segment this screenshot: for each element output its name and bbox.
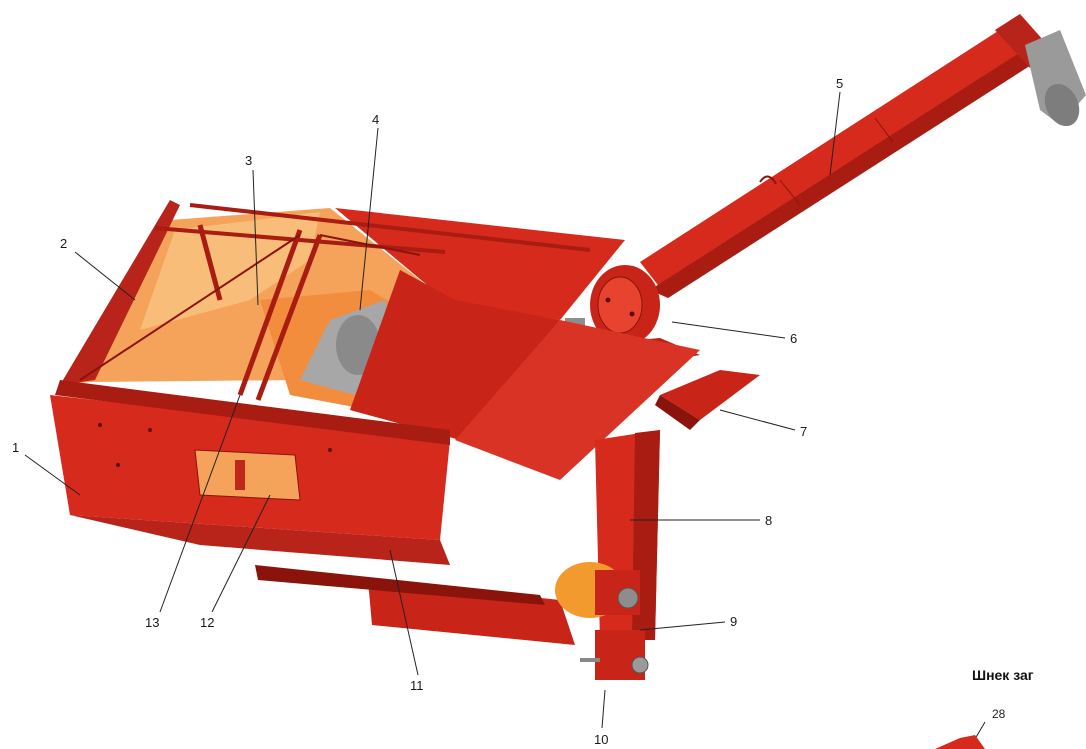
leader-1	[24, 454, 81, 496]
callout-13: 13	[145, 615, 159, 630]
swivel-bolt	[629, 311, 635, 317]
leader-5	[829, 91, 841, 176]
swivel-bolt	[605, 297, 611, 303]
callout-10: 10	[594, 732, 608, 747]
callout-3: 3	[245, 153, 252, 168]
tank-left-end	[60, 200, 180, 385]
leader-3	[252, 169, 259, 306]
leader-13	[159, 394, 241, 613]
unloading-auger-tube	[640, 14, 1086, 298]
callout-2: 2	[60, 236, 67, 251]
drive-pulley	[617, 587, 639, 609]
leader-11	[389, 549, 419, 676]
panel-bolt	[328, 448, 332, 452]
diagonal-brace	[237, 229, 303, 396]
figure-caption: Шнек заг	[972, 667, 1034, 683]
tank-right-lower-panel	[455, 320, 700, 480]
tank-interior-light	[140, 212, 320, 330]
auger-tube-body	[640, 22, 1042, 298]
callout-labels: 1 2 3 4 5 6 7 8 9 10 11 12 13	[12, 76, 843, 747]
tank-top-frame	[79, 203, 591, 401]
auger-spout-opening	[1044, 83, 1080, 127]
leader-2	[74, 251, 136, 301]
frame-edge	[319, 234, 421, 256]
tank-bottom-strip	[70, 515, 450, 565]
leader-7	[719, 409, 796, 431]
leader-10	[601, 689, 606, 729]
tank-right-slope-panel	[350, 270, 560, 440]
callout-6: 6	[790, 331, 797, 346]
support-strut	[197, 224, 223, 301]
leader-9	[639, 621, 726, 631]
frame-edge	[79, 234, 301, 381]
leader-12	[211, 494, 271, 613]
side-shelf	[660, 370, 760, 420]
panel-bolt	[116, 463, 120, 467]
top-rail	[189, 203, 591, 252]
callout-11: 11	[410, 678, 424, 693]
callout-7: 7	[800, 424, 807, 439]
gearbox-shaft	[631, 656, 649, 674]
leader-4	[359, 127, 379, 311]
callout-5: 5	[836, 76, 843, 91]
grain-tank-body	[50, 200, 700, 645]
panel-bolt	[98, 423, 102, 427]
callout-1: 1	[12, 440, 19, 455]
diagonal-brace	[255, 234, 323, 401]
callout-28: 28	[992, 707, 1006, 721]
window-latch	[235, 460, 245, 490]
tank-front-top-edge	[55, 380, 450, 445]
auger-tube-seam	[779, 179, 801, 206]
callout-12: 12	[200, 615, 214, 630]
callout-4: 4	[372, 112, 379, 127]
panel-bolt	[148, 428, 152, 432]
side-shelf-underside	[655, 395, 700, 430]
tank-underbody	[255, 565, 545, 605]
leader-6	[671, 321, 786, 339]
swivel-flange	[597, 276, 643, 334]
tank-rear-panel	[335, 208, 625, 320]
drive-unit	[555, 562, 649, 680]
callout-9: 9	[730, 614, 737, 629]
auger-tube-shade	[650, 46, 1042, 298]
leader-lines	[24, 91, 986, 745]
auger-tube-handle	[759, 175, 777, 185]
inspection-window	[194, 449, 301, 501]
next-figure-fragment	[935, 735, 985, 749]
auger-tube-seam	[874, 117, 894, 143]
callout-8: 8	[765, 513, 772, 528]
